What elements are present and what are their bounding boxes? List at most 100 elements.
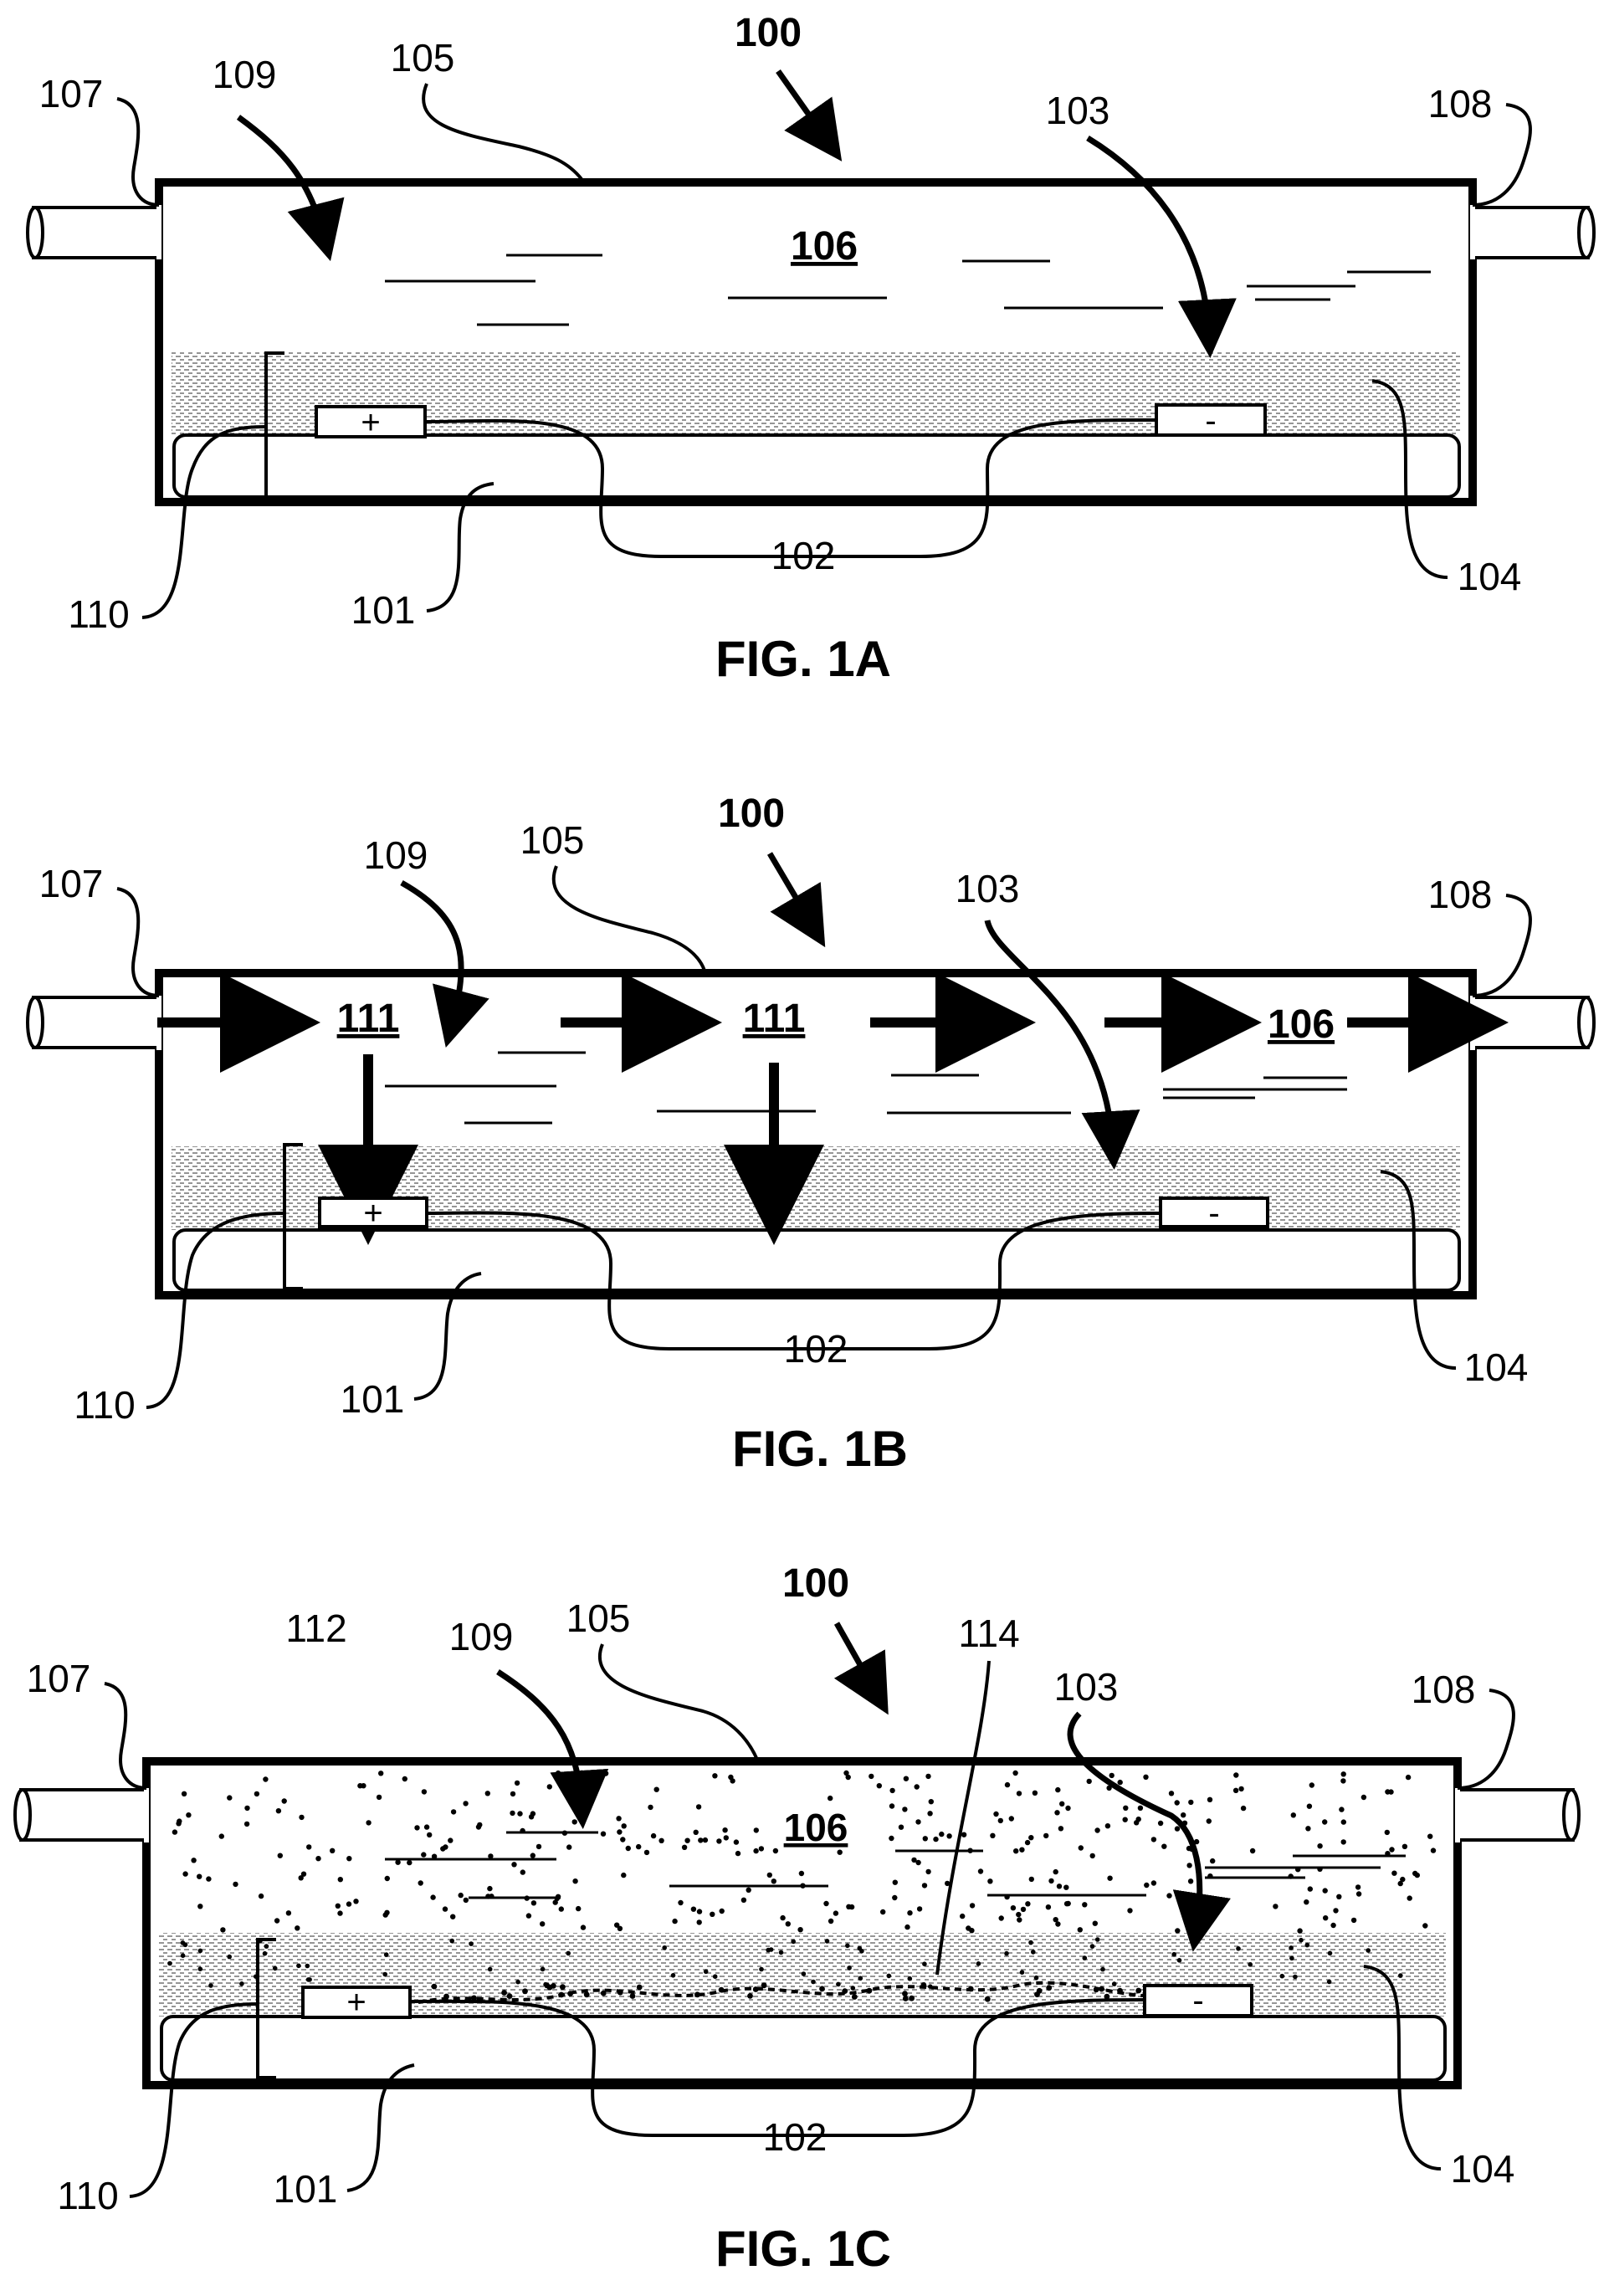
particle bbox=[1341, 1771, 1346, 1776]
particle bbox=[1355, 1884, 1360, 1889]
particle bbox=[735, 1851, 740, 1856]
particle bbox=[976, 1961, 981, 1966]
particle bbox=[219, 1833, 224, 1838]
particle bbox=[1123, 1806, 1128, 1811]
particle bbox=[220, 1927, 225, 1932]
particle bbox=[338, 1877, 343, 1882]
particle bbox=[1090, 1853, 1095, 1858]
particle bbox=[1020, 1970, 1025, 1975]
particle bbox=[1017, 1791, 1022, 1796]
particle bbox=[530, 1853, 535, 1858]
figure-caption: FIG. 1C bbox=[715, 2221, 891, 2277]
particle bbox=[1323, 1888, 1328, 1893]
particle bbox=[1127, 1908, 1132, 1913]
particle bbox=[1105, 1823, 1110, 1828]
particle bbox=[487, 1886, 492, 1891]
particle bbox=[383, 1912, 388, 1917]
label-107: 107 bbox=[39, 862, 104, 905]
particle bbox=[244, 1822, 249, 1827]
label-102: 102 bbox=[763, 2115, 828, 2159]
particle bbox=[1031, 1950, 1036, 1955]
particle bbox=[418, 1880, 423, 1885]
particle bbox=[1431, 1848, 1436, 1853]
particle bbox=[1004, 1894, 1009, 1899]
particle bbox=[1186, 1902, 1191, 1907]
particle bbox=[1151, 1880, 1156, 1885]
particle bbox=[925, 1869, 930, 1874]
particle bbox=[296, 1964, 301, 1969]
particle bbox=[1058, 1826, 1063, 1831]
particle bbox=[424, 1824, 429, 1829]
particle bbox=[353, 1899, 358, 1904]
particle bbox=[773, 1848, 778, 1853]
particle bbox=[786, 1921, 791, 1926]
particle bbox=[1385, 1851, 1390, 1856]
particle bbox=[1028, 1940, 1033, 1945]
particle bbox=[1066, 1901, 1071, 1906]
positive-sign: + bbox=[361, 404, 380, 441]
particle bbox=[908, 1976, 913, 1981]
particle bbox=[1011, 1905, 1016, 1910]
particle bbox=[697, 1919, 702, 1924]
particle bbox=[946, 1833, 951, 1838]
particle bbox=[614, 1923, 619, 1928]
particle bbox=[915, 1784, 920, 1789]
particle bbox=[998, 1818, 1003, 1823]
particle bbox=[939, 1832, 944, 1837]
particle bbox=[636, 1844, 641, 1849]
particle bbox=[571, 1788, 576, 1793]
particle bbox=[847, 1965, 852, 1971]
particle bbox=[476, 1824, 481, 1829]
particle bbox=[305, 1964, 310, 1969]
particle bbox=[929, 1799, 934, 1804]
label-105: 105 bbox=[520, 818, 585, 862]
particle bbox=[1118, 1780, 1123, 1785]
particle bbox=[515, 1781, 520, 1786]
particle bbox=[336, 1904, 341, 1909]
particle bbox=[1280, 1974, 1285, 1979]
particle bbox=[1021, 1907, 1026, 1912]
particle bbox=[566, 1951, 571, 1956]
particle bbox=[648, 1805, 653, 1810]
particle bbox=[1053, 1869, 1058, 1874]
particle bbox=[556, 1771, 561, 1776]
particle bbox=[517, 1811, 522, 1816]
particle bbox=[1094, 1827, 1099, 1832]
particle bbox=[459, 1893, 464, 1898]
particle bbox=[603, 1771, 608, 1776]
particle bbox=[746, 1888, 751, 1893]
particle bbox=[799, 1871, 804, 1876]
particle bbox=[1025, 1840, 1030, 1845]
label-110: 110 bbox=[68, 592, 129, 636]
particle bbox=[562, 1831, 567, 1836]
particle bbox=[1016, 1912, 1021, 1917]
figure-1b: 100 111 111 106 bbox=[28, 792, 1594, 1477]
positive-sign: + bbox=[363, 1195, 382, 1232]
particle bbox=[1059, 1801, 1064, 1807]
particle bbox=[1250, 1848, 1255, 1853]
particle bbox=[1322, 1819, 1327, 1824]
particle bbox=[802, 1971, 807, 1976]
particle bbox=[825, 1939, 830, 1944]
particle bbox=[1361, 1795, 1366, 1800]
particle bbox=[1356, 1891, 1361, 1896]
particle bbox=[907, 1910, 912, 1915]
particle bbox=[716, 1838, 721, 1843]
particle bbox=[1307, 1804, 1312, 1809]
particle bbox=[572, 1819, 577, 1824]
particle bbox=[414, 1825, 419, 1830]
particle bbox=[540, 1921, 545, 1926]
assembly-arrow bbox=[770, 853, 813, 927]
particle bbox=[536, 1844, 541, 1849]
particle bbox=[1017, 1917, 1022, 1922]
particle bbox=[1065, 1806, 1070, 1811]
particle bbox=[584, 1991, 590, 1997]
particle bbox=[515, 1980, 520, 1985]
particle bbox=[771, 1878, 776, 1883]
label-110: 110 bbox=[57, 2174, 118, 2217]
particle bbox=[893, 1880, 898, 1885]
particle bbox=[622, 1823, 627, 1828]
fluid-label: 106 bbox=[784, 1806, 848, 1849]
particle bbox=[978, 1868, 983, 1873]
particle bbox=[1317, 1867, 1322, 1872]
